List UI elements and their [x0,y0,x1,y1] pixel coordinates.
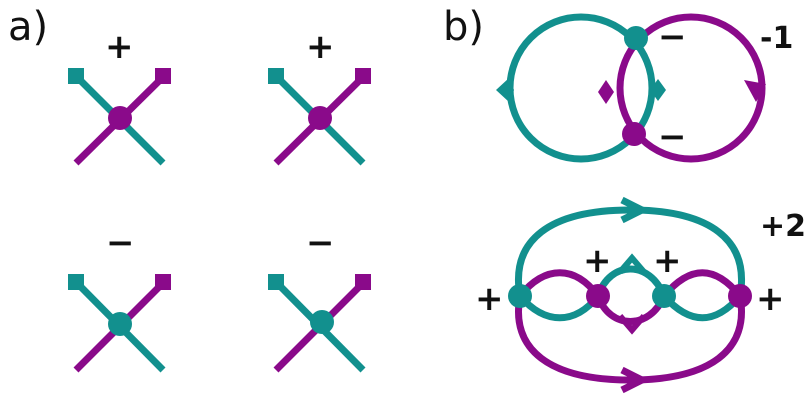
bottom-crossing-node [622,122,646,146]
teal-center-arrow [617,253,647,274]
node-3 [652,284,676,308]
crossing-1-purple-arrowhead [155,68,171,84]
diagram-bottom-link: + + + + +2 [475,196,806,394]
node-4 [728,284,752,308]
node-4-sign: + [756,279,785,319]
node-2-sign: + [583,241,612,281]
crossing-3-purple-arrowhead [155,274,171,290]
purple-loop-right-arrow [744,80,766,102]
node-3-sign: + [653,241,682,281]
crossing-2-teal-arrowhead [268,68,284,84]
crossing-2: + [268,27,371,166]
crossing-3-teal-arrowhead [68,274,84,290]
top-linking-number: -1 [760,21,793,56]
node-2 [586,284,610,308]
diagram-top-link: − − -1 [496,13,793,163]
purple-loop-left-arrow [598,80,614,104]
teal-outer-arc [515,206,745,297]
crossing-2-purple-arrowhead [355,68,371,84]
crossing-4: − [268,223,371,373]
crossing-1-teal-arrowhead [68,68,84,84]
teal-top-arrow [620,196,650,224]
crossing-3-sign: − [106,223,135,263]
crossing-3-node [108,312,132,336]
teal-loop-right-arrow [650,79,666,101]
teal-loop-left-arrow [496,78,514,102]
crossing-2-node [308,106,332,130]
purple-outer-arc [515,295,745,384]
bottom-crossing-sign: − [658,117,687,157]
top-crossing-node [624,26,648,50]
crossing-4-purple-arrowhead [355,274,371,290]
crossing-4-node [310,310,334,334]
teal-left-lobe-lower [517,293,601,322]
purple-bottom-arrow [620,366,650,394]
node-1-sign: + [475,279,504,319]
node-1 [508,284,532,308]
crossing-1-sign: + [105,27,134,67]
crossing-1-node [108,106,132,130]
crossing-4-teal-arrowhead [268,274,284,290]
top-crossing-sign: − [658,17,687,57]
crossing-1: + [68,27,171,166]
panel-b-label: b) [443,4,484,50]
crossing-3: − [68,223,171,373]
bottom-linking-number: +2 [760,209,806,244]
panel-a-label: a) [8,4,48,50]
purple-center-arrow [617,314,647,335]
crossing-2-sign: + [306,27,335,67]
crossing-4-sign: − [306,223,335,263]
